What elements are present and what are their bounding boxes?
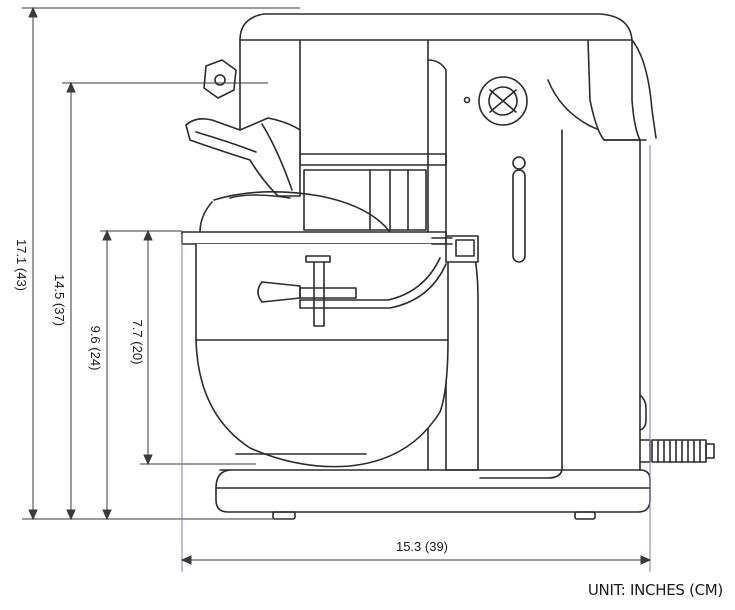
- pouring-shield: [185, 117, 301, 199]
- bowl-top-height-label: 9.6 (24): [88, 326, 103, 371]
- mixer-bowl: [195, 243, 449, 468]
- bowl-depth-label: 7.7 (20): [130, 320, 145, 365]
- speed-knob-icon: [463, 76, 528, 126]
- dimension-line-overall-width: [180, 145, 652, 572]
- attachment-hub-knob: [203, 59, 237, 99]
- mixer-head: [239, 13, 657, 166]
- overall-width-label: 15.3 (39): [396, 539, 448, 554]
- bowl-lift-lever: [512, 156, 526, 263]
- planetary-shaft: [303, 169, 427, 231]
- bowl-rim: [181, 191, 447, 251]
- dimension-line-bowl-depth: [140, 229, 256, 466]
- dimension-line-head-height: [62, 81, 268, 521]
- head-height-label: 14.5 (37): [52, 274, 67, 326]
- dimension-line-bowl-top-height: [100, 229, 182, 521]
- bowl-lock-handle: [257, 255, 357, 327]
- dimension-line-overall-height: [22, 6, 300, 521]
- overall-height-label: 17.1 (43): [14, 239, 29, 291]
- bowl-support-arm: [299, 235, 479, 309]
- unit-label: UNIT: INCHES (CM): [587, 581, 723, 599]
- mixer-base: [215, 469, 651, 520]
- power-cord-strain-relief: [639, 439, 715, 463]
